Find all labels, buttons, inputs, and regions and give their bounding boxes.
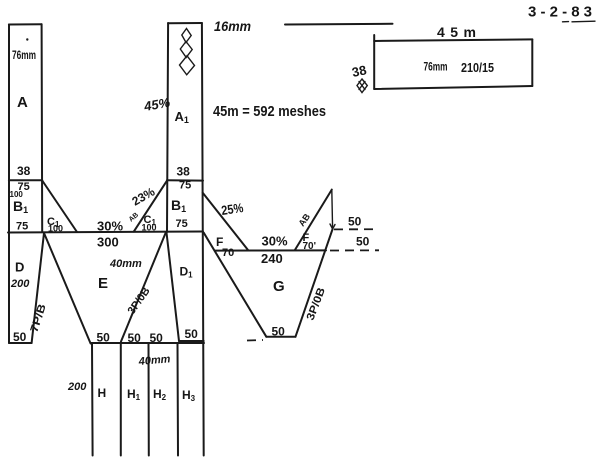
- svg-text:45%: 45%: [142, 95, 172, 115]
- svg-text:F: F: [216, 235, 223, 249]
- svg-text:200: 200: [67, 381, 87, 393]
- svg-text:E: E: [98, 275, 108, 292]
- svg-text:76mm: 76mm: [12, 48, 36, 62]
- svg-text:50: 50: [185, 327, 199, 341]
- svg-text:76mm: 76mm: [424, 60, 448, 74]
- svg-text:50: 50: [150, 331, 164, 345]
- svg-text:100: 100: [142, 223, 157, 233]
- svg-text:100: 100: [10, 190, 24, 199]
- svg-text:40mm: 40mm: [109, 258, 142, 270]
- svg-text:75: 75: [176, 218, 188, 230]
- svg-text:50: 50: [13, 330, 27, 344]
- svg-text:300: 300: [97, 235, 119, 250]
- svg-text:45m = 592 meshes: 45m = 592 meshes: [213, 103, 326, 120]
- svg-text:50: 50: [348, 215, 362, 229]
- svg-text:50: 50: [356, 235, 370, 249]
- svg-text:A: A: [17, 94, 28, 111]
- svg-text:75: 75: [16, 221, 28, 233]
- svg-text:D: D: [15, 260, 24, 275]
- svg-text:75: 75: [18, 181, 30, 193]
- svg-text:C1: C1: [144, 214, 157, 227]
- svg-text:G: G: [273, 278, 285, 295]
- svg-text:75: 75: [179, 180, 191, 192]
- svg-text:40mm: 40mm: [137, 353, 171, 368]
- svg-text:25%: 25%: [220, 200, 244, 218]
- svg-text:16mm: 16mm: [214, 18, 251, 34]
- svg-text:50: 50: [272, 325, 286, 339]
- svg-text:200: 200: [10, 278, 30, 290]
- svg-text:210/15: 210/15: [461, 60, 494, 75]
- svg-text:70: 70: [222, 247, 234, 259]
- svg-text:F: F: [303, 232, 310, 244]
- svg-text:38: 38: [351, 62, 368, 80]
- svg-text:240: 240: [261, 251, 283, 266]
- svg-text:38: 38: [177, 165, 191, 179]
- svg-text:H: H: [98, 386, 107, 400]
- svg-text:30%: 30%: [97, 219, 123, 234]
- svg-text:70': 70': [303, 241, 317, 252]
- svg-text:30%: 30%: [262, 234, 288, 249]
- svg-text:C1: C1: [47, 216, 60, 229]
- svg-text:45m: 45m: [437, 24, 476, 40]
- svg-text:AB: AB: [128, 212, 140, 224]
- svg-text:50: 50: [97, 331, 111, 345]
- svg-text:100: 100: [48, 224, 63, 234]
- svg-text:50: 50: [128, 331, 142, 345]
- svg-text:38: 38: [17, 164, 31, 178]
